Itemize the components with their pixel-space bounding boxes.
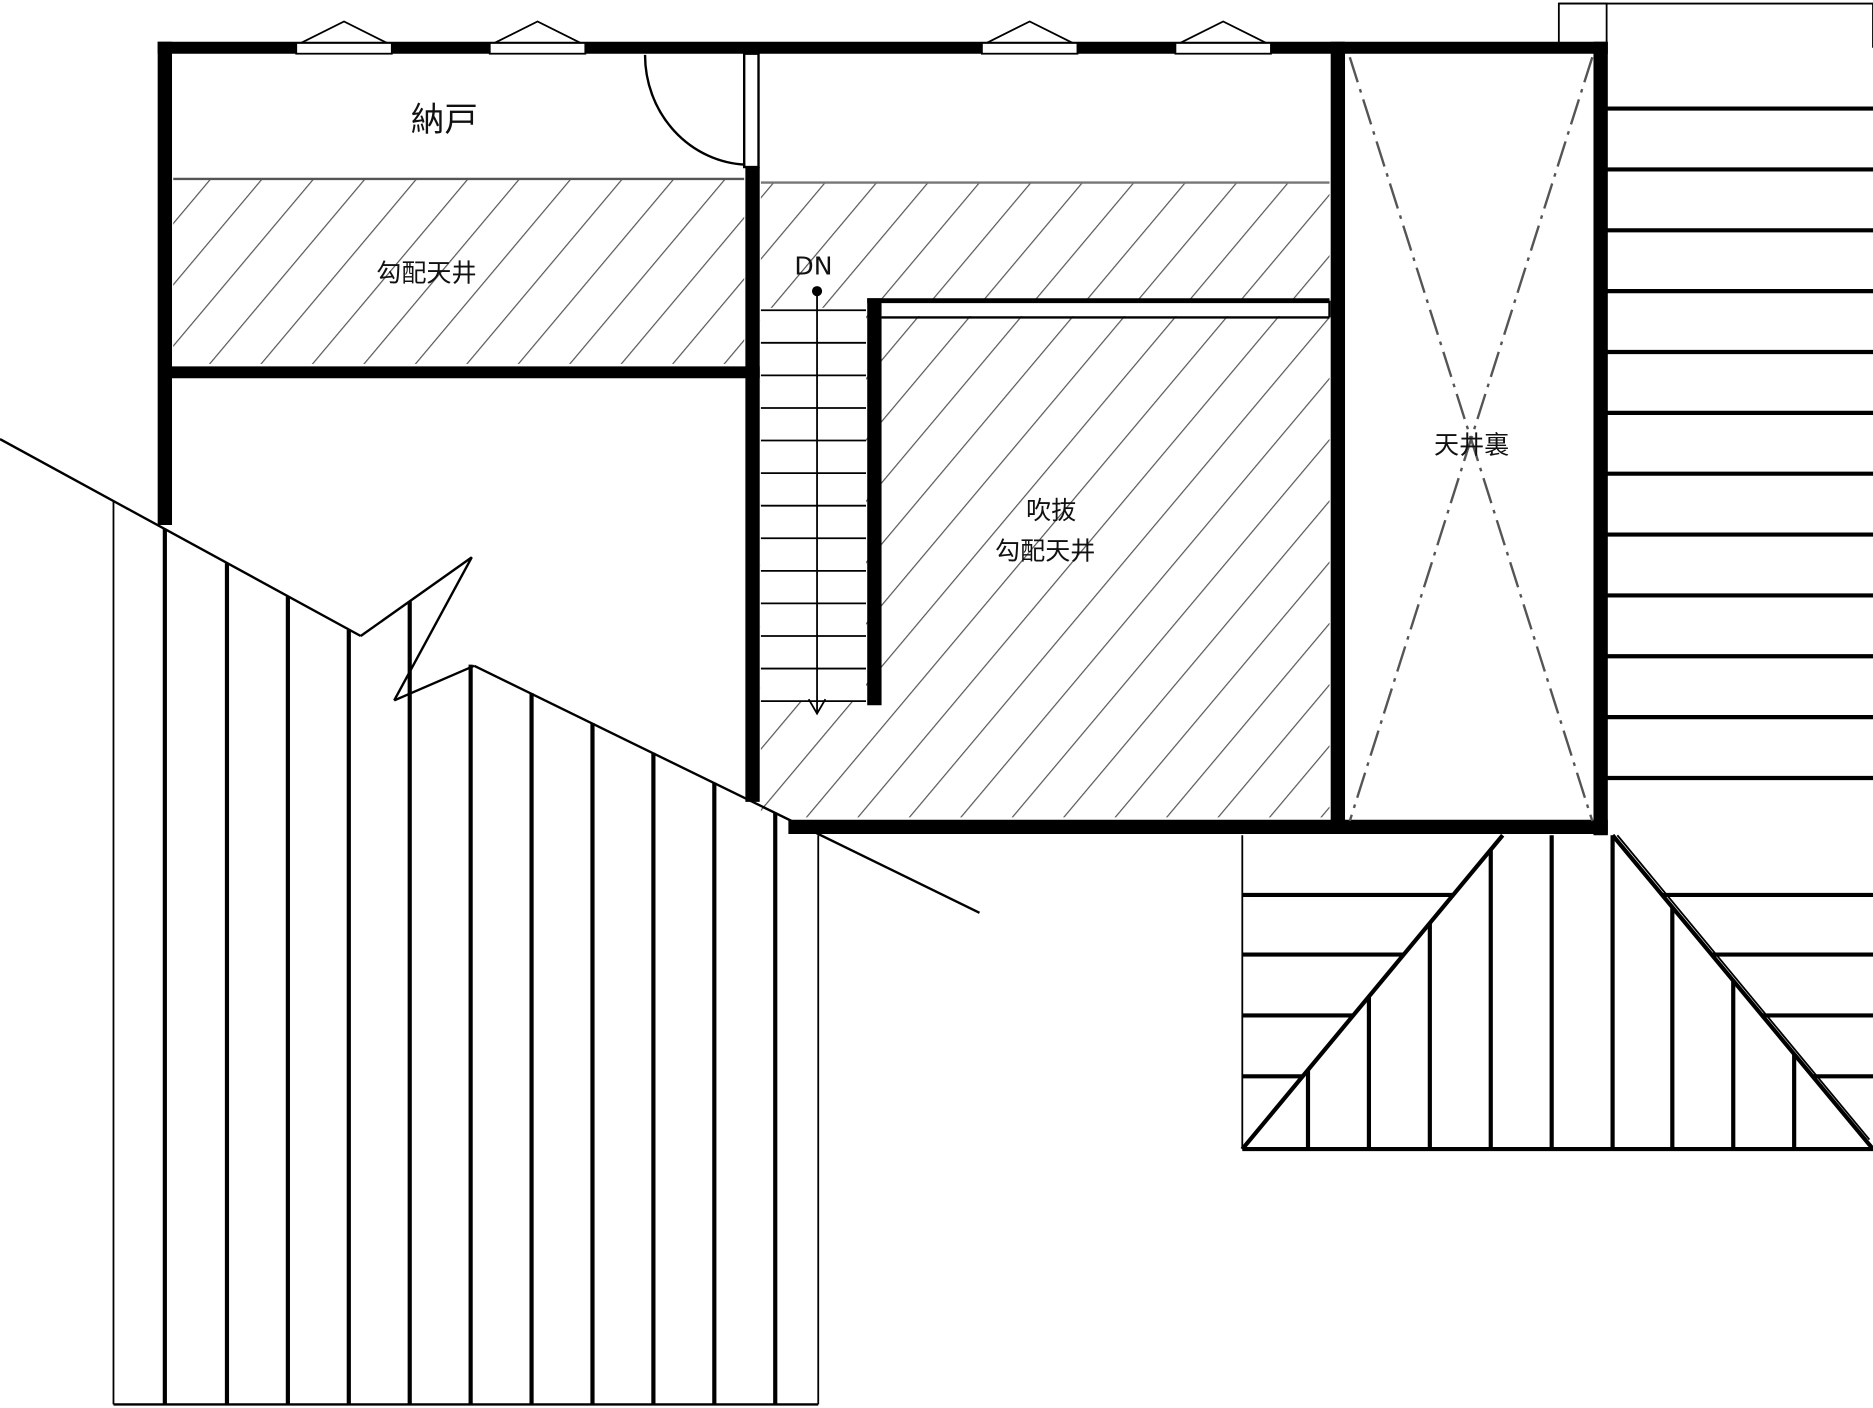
room-label-void: 吹抜 (1026, 496, 1076, 525)
windows (295, 20, 1272, 55)
window (1174, 42, 1272, 55)
walls (157, 41, 1608, 836)
roof-hip (1610, 833, 1873, 1151)
room-label-storage: 納戸 (411, 100, 478, 139)
window-vent-icon (300, 20, 388, 44)
break-line (393, 556, 473, 701)
roof-edge (1557, 2, 1608, 49)
stair-down-arrow (807, 286, 827, 716)
attic-cross (1348, 56, 1594, 822)
door-swing-arc (643, 54, 746, 166)
break-line (360, 556, 473, 637)
stair-label-dn: DN (794, 251, 832, 280)
window (295, 42, 393, 55)
stair-treads (760, 309, 867, 703)
window-vent-icon (494, 20, 581, 44)
break-line (393, 664, 475, 702)
roof-hip (1616, 834, 1871, 1141)
break-line (0, 438, 362, 638)
roof-hip (1240, 833, 1505, 1151)
stair-area (760, 307, 867, 702)
void-top-gap (881, 300, 1330, 317)
room-label-attic: 天井裏 (1434, 430, 1509, 459)
window-vent-icon (1179, 20, 1267, 44)
window-vent-icon (986, 20, 1074, 44)
break-line (473, 664, 981, 914)
window (980, 42, 1079, 55)
room-label-sloped-ceiling: 勾配天井 (376, 259, 476, 288)
room-label-void-ceiling: 勾配天井 (995, 537, 1095, 566)
window (488, 42, 587, 55)
sloped-ceiling-hatch-left (173, 178, 745, 364)
